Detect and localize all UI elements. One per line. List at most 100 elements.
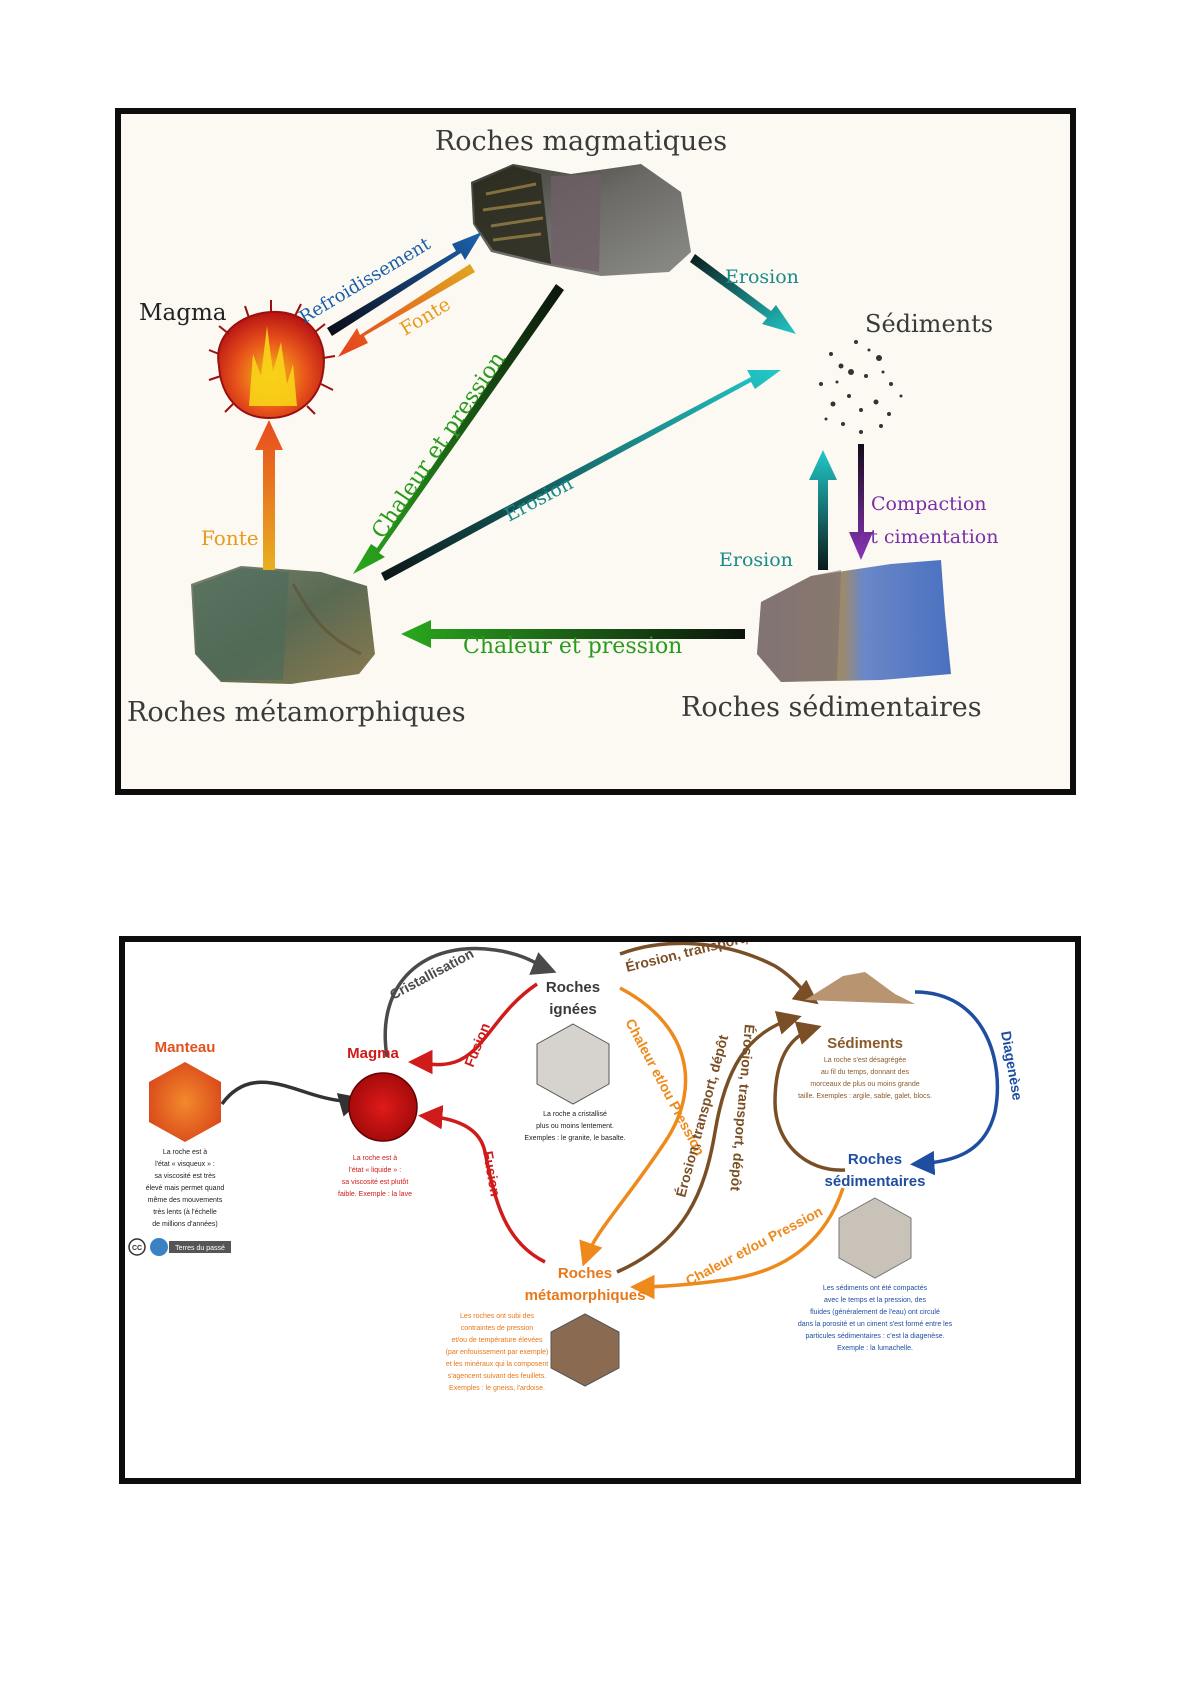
ignees-desc-line: La roche a cristallisé — [543, 1111, 607, 1118]
credit-label-bg — [169, 1241, 231, 1253]
manteau-desc-line: élevé mais permet quand — [146, 1185, 225, 1192]
label-erosion-right: Erosion — [719, 549, 793, 571]
ignees-description: La roche a cristallisé plus ou moins len… — [524, 1111, 625, 1142]
arrow-fusion-bottom — [418, 1104, 546, 1264]
label-erosion-mid2: Érosion, transport, dépôt — [727, 1024, 758, 1192]
magma-image — [208, 300, 336, 420]
metamorphiques-description: Les roches ont subi des contraintes de p… — [446, 1313, 549, 1392]
label-compaction-2: et cimentation — [859, 526, 999, 548]
label-fusion-top: Fusion — [461, 1021, 493, 1070]
label-ignees-1: Roches — [546, 979, 600, 996]
ignees-desc-line: plus ou moins lentement. — [536, 1123, 614, 1130]
magma-desc-line: sa viscosité est plutôt — [342, 1179, 409, 1186]
diagram2-canvas: Cristallisation Fusion Fusion Érosion, t… — [128, 942, 1026, 1392]
label-chaleur-bottom: Chaleur et pression — [463, 634, 682, 659]
label-sediments: Sédiments — [865, 310, 993, 338]
label-fusion-bottom: Fusion — [480, 1150, 504, 1198]
sedimentaires-desc-line: Les sédiments ont été compactés — [823, 1285, 928, 1292]
label-roches-sedimentaires: Roches sédimentaires — [681, 692, 982, 723]
arrow-refroidissement — [327, 232, 482, 336]
ignees-desc-line: Exemples : le granite, le basalte. — [524, 1135, 625, 1142]
manteau-description: La roche est à l'état « visqueux » : sa … — [146, 1149, 225, 1228]
manteau-desc-line: de millions d'années) — [152, 1221, 218, 1228]
globe-icon — [150, 1238, 168, 1256]
rock-cycle-diagram-2: Cristallisation Fusion Fusion Érosion, t… — [119, 936, 1081, 1484]
sediments-desc-line: morceaux de plus ou moins grande — [810, 1081, 919, 1088]
arrow-chaleur-bottom — [630, 1187, 845, 1300]
metamorphiques-desc-line: et les minéraux qui la composent — [446, 1361, 548, 1368]
manteau-desc-line: très lents (à l'échelle — [153, 1209, 217, 1216]
arrow-cristallisation — [383, 946, 557, 1058]
arrow-manteau-magma — [220, 1080, 364, 1117]
manteau-desc-line: La roche est à — [163, 1149, 207, 1156]
label-sedimentaires-1: Roches — [848, 1151, 902, 1168]
sedimentaires-desc-line: avec le temps et la pression, des — [824, 1297, 926, 1304]
arrow-chaleur-bottom — [401, 620, 745, 648]
igneous-rock-image — [471, 164, 691, 276]
metamorphiques-desc-line: s'agencent suivant des feuillets. — [448, 1373, 547, 1380]
arrow-chaleur-right — [579, 986, 688, 1267]
magma-desc-line: l'état « liquide » : — [349, 1167, 401, 1174]
sedimentary-rock-image — [757, 560, 951, 682]
label-manteau: Manteau — [155, 1039, 216, 1056]
arrow-compaction — [849, 444, 873, 560]
ignees-hexagon — [536, 1023, 610, 1105]
label-roches-metamorphiques: Roches métamorphiques — [127, 697, 466, 728]
sedimentaires-desc-line: particules sédimentaires : c'est la diag… — [805, 1333, 944, 1340]
label-ignees-2: ignées — [549, 1001, 597, 1018]
sediments-description: La roche s'est désagrégée au fil du temp… — [798, 1057, 932, 1100]
sedimentaires-hexagon — [838, 1197, 912, 1279]
sediments-desc-line: au fil du temps, donnant des — [821, 1069, 909, 1076]
label-cristallisation: Cristallisation — [387, 945, 476, 1003]
magma-desc-line: La roche est à — [353, 1155, 397, 1162]
cc-icon — [128, 1238, 146, 1256]
metamorphiques-desc-line: contraintes de pression — [461, 1325, 533, 1332]
arrow-fonte-left — [255, 420, 283, 570]
magma-description: La roche est à l'état « liquide » : sa v… — [338, 1155, 412, 1198]
arrow-erosion-top — [690, 254, 796, 334]
sedimentaires-desc-line: fluides (généralement de l'eau) ont circ… — [810, 1309, 940, 1316]
sediments-pile — [805, 972, 915, 1004]
label-magma: Magma — [139, 300, 227, 326]
manteau-desc-line: même des mouvements — [148, 1197, 223, 1204]
label-erosion-top: Erosion — [725, 266, 799, 288]
sediments-desc-line: La roche s'est désagrégée — [824, 1057, 906, 1064]
arrow-fusion-top — [408, 982, 538, 1075]
arrow-erosion-diag — [381, 370, 781, 581]
sedimentaires-desc-line: Exemple : la lumachelle. — [837, 1345, 913, 1352]
manteau-desc-line: l'état « visqueux » : — [155, 1161, 215, 1168]
label-sedimentaires-2: sédimentaires — [825, 1173, 926, 1190]
cc-license: CC — [132, 1245, 142, 1252]
label-fonte-left: Fonte — [201, 526, 259, 550]
manteau-desc-line: sa viscosité est très — [154, 1173, 216, 1180]
sedimentaires-desc-line: dans la porosité et un ciment s'est form… — [798, 1321, 953, 1328]
arrow-erosion-right — [809, 450, 837, 570]
metamorphiques-hexagon — [550, 1313, 620, 1387]
magma-desc-line: faible. Exemple : la lave — [338, 1191, 412, 1198]
metamorphiques-desc-line: et/ou de température élevées — [451, 1337, 543, 1344]
label-chaleur-diag: Chaleur et pression — [367, 348, 510, 544]
label-metamorphiques-1: Roches — [558, 1265, 612, 1282]
arrow-erosion-top — [619, 942, 819, 1005]
metamorphiques-desc-line: Exemples : le gneiss, l'ardoise. — [449, 1385, 545, 1392]
label-roches-magmatiques: Roches magmatiques — [435, 126, 727, 157]
arrow-fonte-top — [338, 264, 475, 357]
metamorphiques-desc-line: Les roches ont subi des — [460, 1313, 534, 1320]
sediments-desc-line: taille. Exemples : argile, sable, galet,… — [798, 1093, 932, 1100]
metamorphiques-desc-line: (par enfouissement par exemple) — [446, 1349, 549, 1356]
arrow-chaleur-diag — [353, 284, 564, 574]
arrow-erosion-mid2 — [773, 1021, 846, 1172]
credit-text: Terres du passé — [175, 1245, 225, 1252]
manteau-hexagon — [149, 1062, 221, 1142]
magma-disc — [348, 1072, 418, 1142]
label-compaction-1: Compaction — [871, 493, 987, 515]
arrow-diagenese — [910, 990, 1000, 1176]
sediments-image — [819, 340, 903, 434]
diagram1-canvas: Roches magmatiques Magma Sédiments Roche… — [127, 126, 999, 728]
credit-badge: CC Terres du passé — [128, 1238, 231, 1256]
label-erosion-diag: Erosion — [501, 472, 577, 526]
arrow-erosion-mid — [616, 1010, 802, 1274]
label-diagenese: Diagenèse — [998, 1030, 1026, 1102]
sedimentaires-description: Les sédiments ont été compactés avec le … — [798, 1285, 953, 1352]
rock-cycle-diagram-1: Roches magmatiques Magma Sédiments Roche… — [115, 108, 1076, 795]
